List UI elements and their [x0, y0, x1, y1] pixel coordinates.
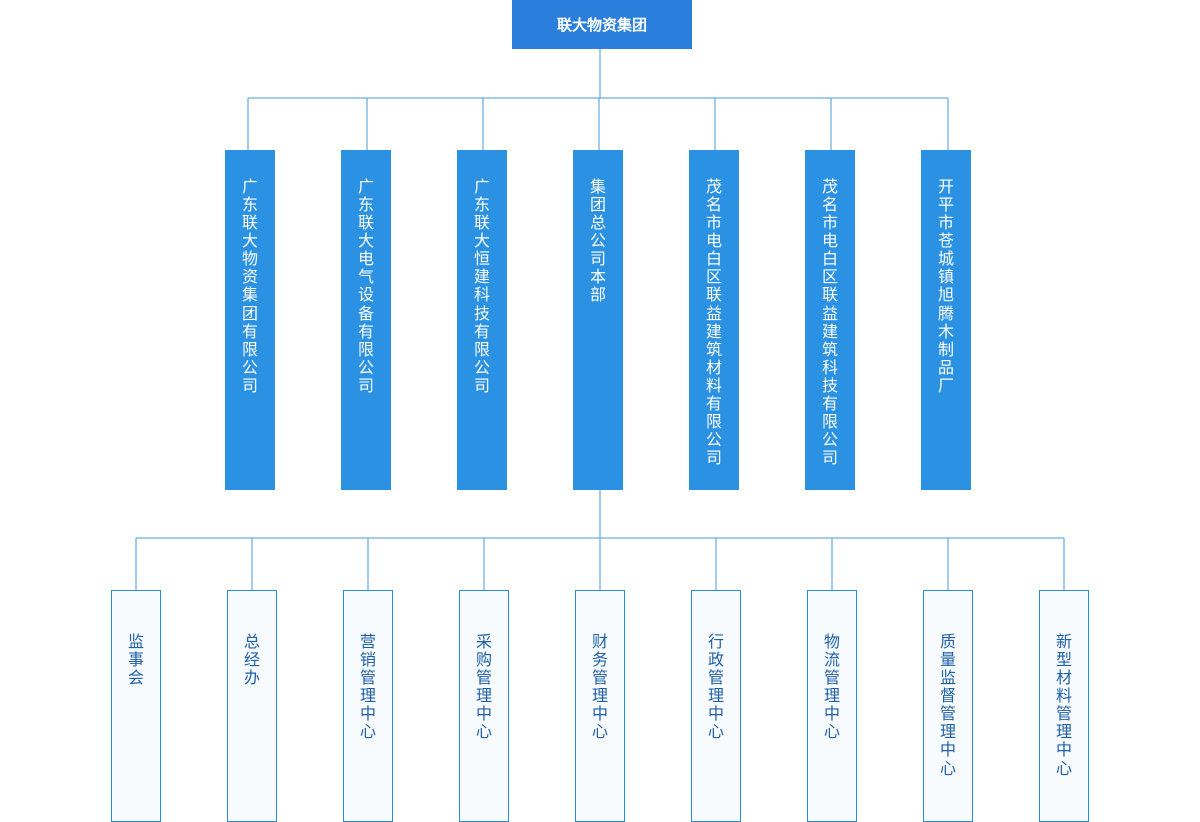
subsidiary-node: 开平市苍城镇旭腾木制品厂 [921, 150, 971, 490]
department-label: 采购管理中心 [475, 632, 492, 742]
subsidiary-label: 广东联大物资集团有限公司 [241, 177, 258, 395]
department-label: 财务管理中心 [591, 632, 608, 742]
subsidiary-label: 开平市苍城镇旭腾木制品厂 [937, 177, 954, 395]
department-label: 总经办 [243, 632, 260, 688]
department-label: 物流管理中心 [823, 632, 840, 742]
subsidiary-label: 茂名市电白区联益建筑材料有限公司 [705, 177, 722, 468]
department-node: 监事会 [111, 590, 161, 822]
root-node: 联大物资集团 [512, 0, 692, 49]
department-node: 行政管理中心 [691, 590, 741, 822]
department-node: 新型材料管理中心 [1039, 590, 1089, 822]
subsidiary-node: 广东联大恒建科技有限公司 [457, 150, 507, 490]
department-label: 行政管理中心 [707, 632, 724, 742]
department-label: 监事会 [127, 632, 144, 688]
subsidiary-node: 集团总公司本部 [573, 150, 623, 490]
department-label: 质量监督管理中心 [939, 632, 956, 778]
department-node: 物流管理中心 [807, 590, 857, 822]
department-node: 营销管理中心 [343, 590, 393, 822]
subsidiary-node: 茂名市电白区联益建筑科技有限公司 [805, 150, 855, 490]
department-node: 财务管理中心 [575, 590, 625, 822]
department-node: 采购管理中心 [459, 590, 509, 822]
subsidiary-label: 广东联大电气设备有限公司 [357, 177, 374, 395]
subsidiary-node: 广东联大物资集团有限公司 [225, 150, 275, 490]
department-label: 营销管理中心 [359, 632, 376, 742]
subsidiary-node: 茂名市电白区联益建筑材料有限公司 [689, 150, 739, 490]
subsidiary-label: 广东联大恒建科技有限公司 [473, 177, 490, 395]
subsidiary-node: 广东联大电气设备有限公司 [341, 150, 391, 490]
subsidiary-label: 集团总公司本部 [589, 177, 606, 305]
subsidiary-label: 茂名市电白区联益建筑科技有限公司 [821, 177, 838, 468]
root-label: 联大物资集团 [556, 16, 647, 34]
department-node: 总经办 [227, 590, 277, 822]
department-node: 质量监督管理中心 [923, 590, 973, 822]
department-label: 新型材料管理中心 [1055, 632, 1072, 778]
